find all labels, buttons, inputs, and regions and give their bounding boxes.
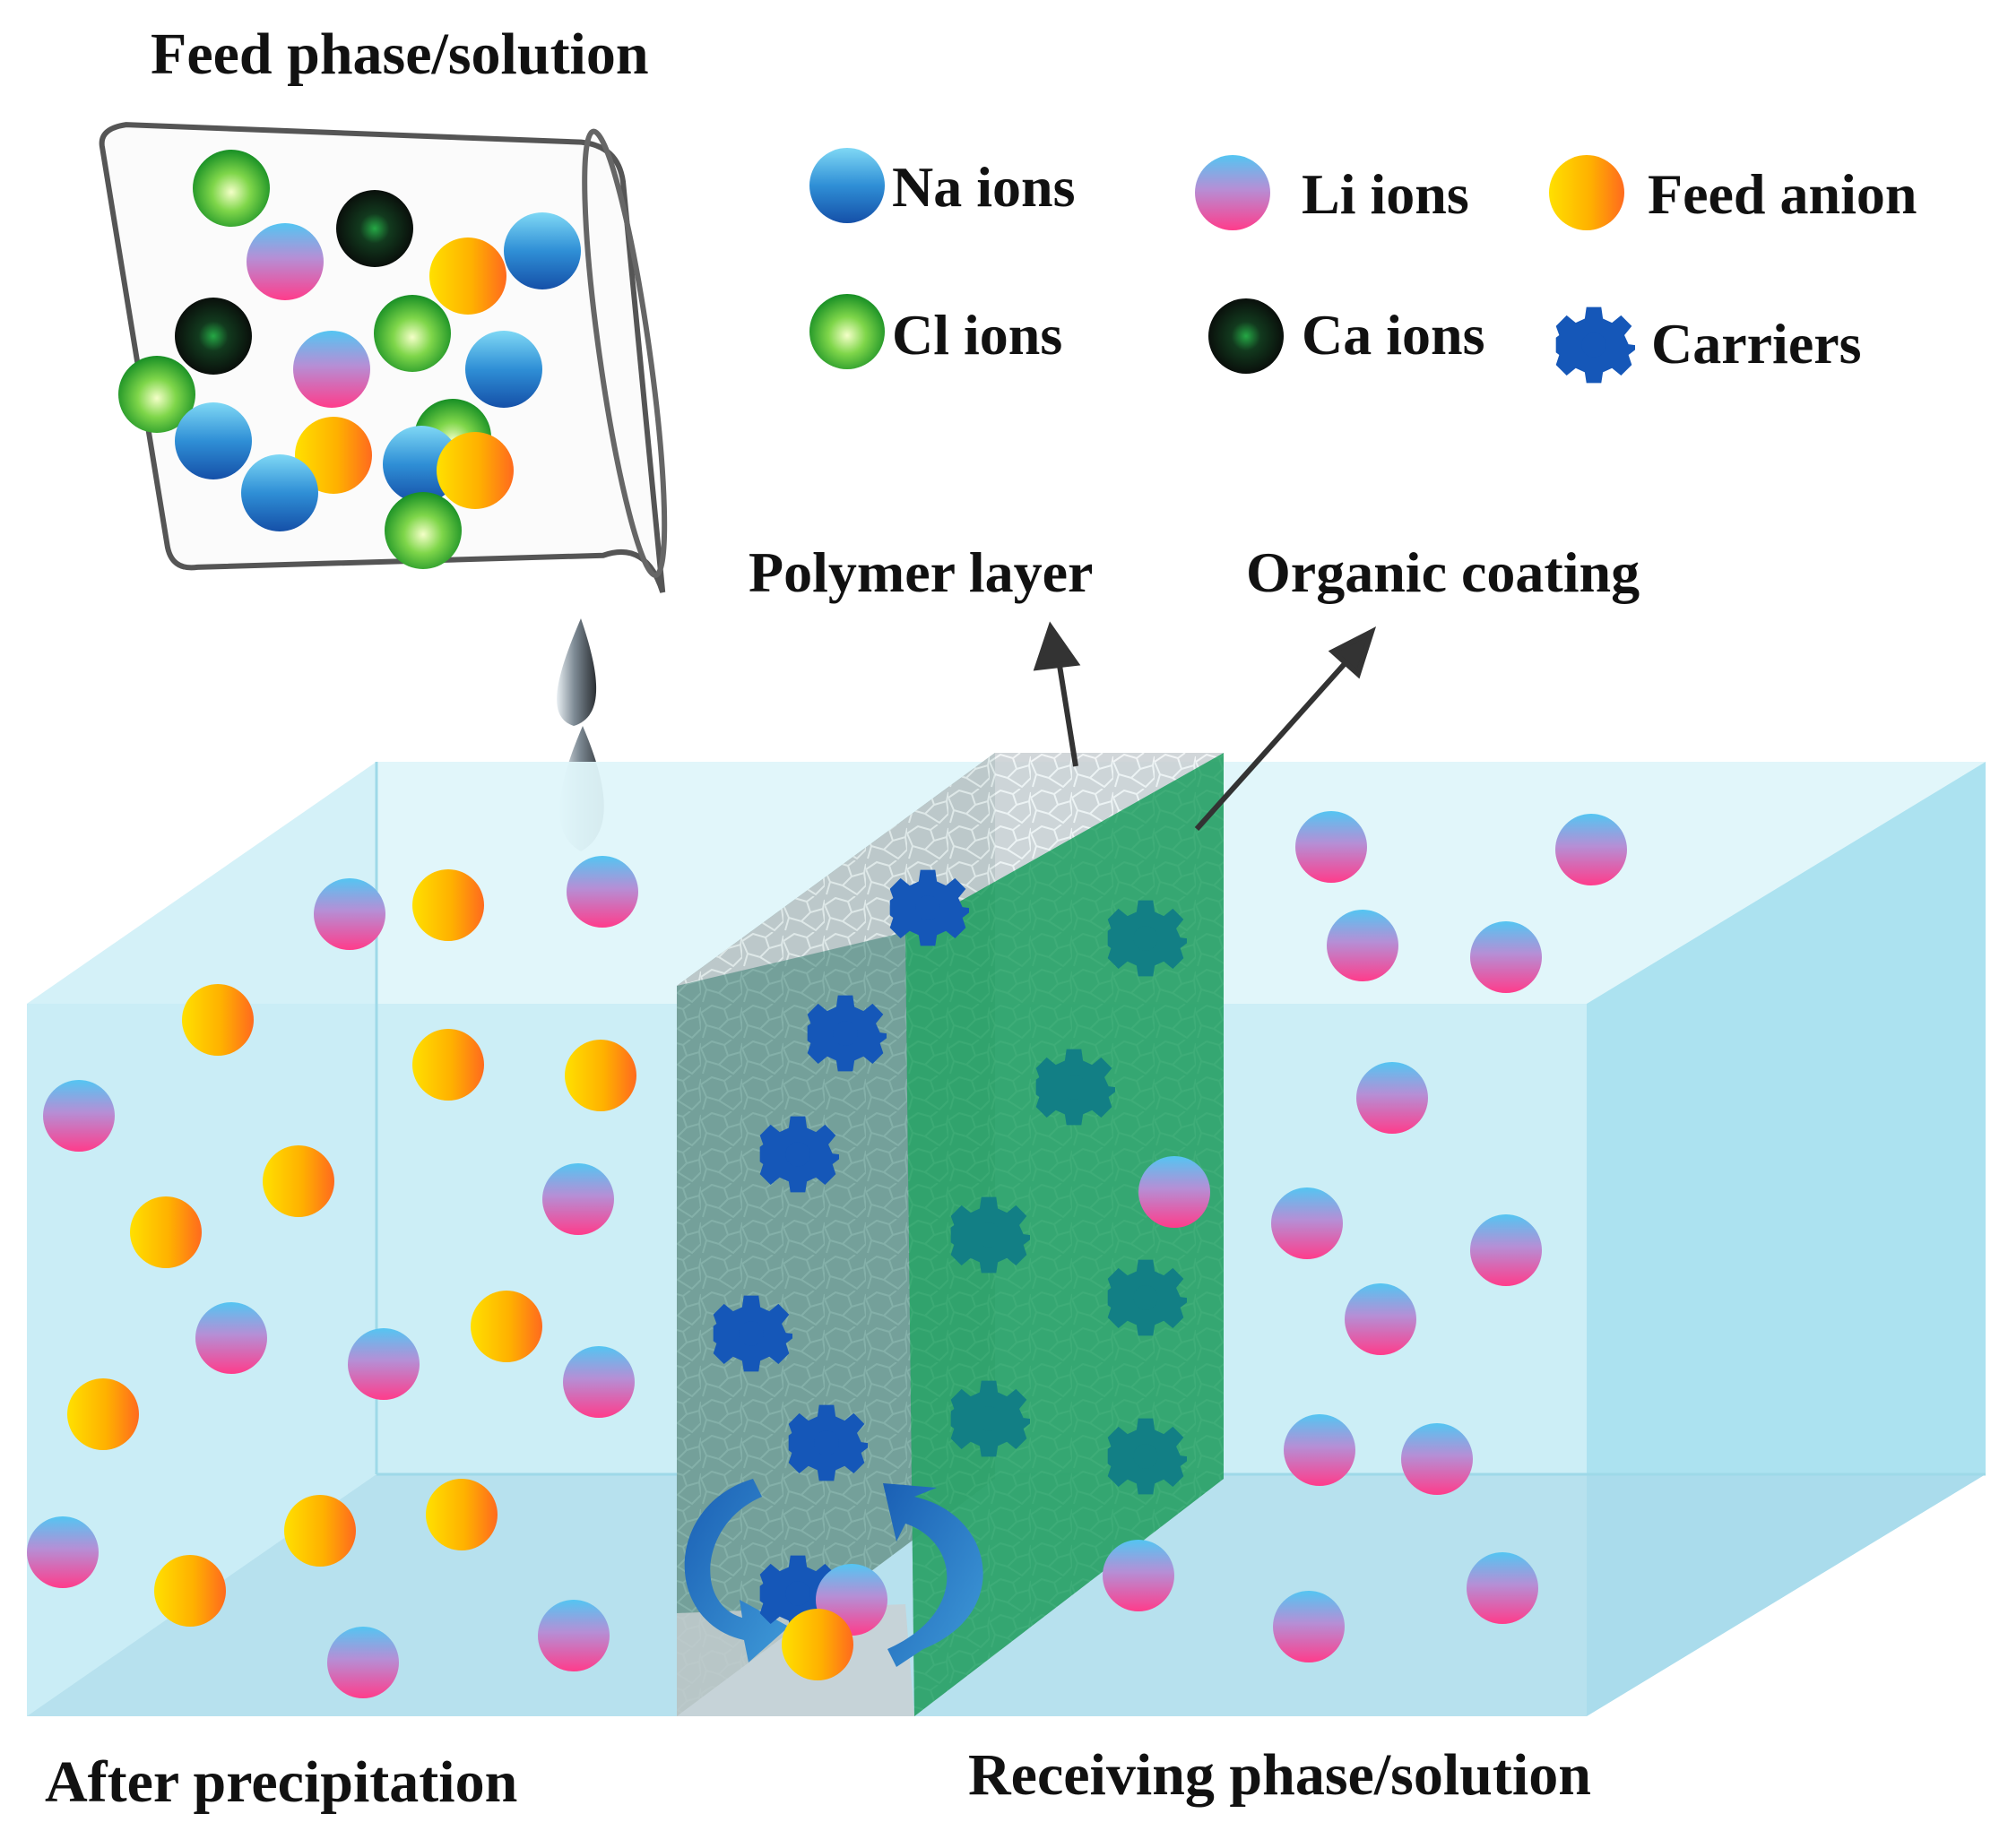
li-ion bbox=[27, 1516, 99, 1588]
cl-ion bbox=[385, 492, 462, 569]
organic-coating-label: Organic coating bbox=[1246, 540, 1640, 604]
label-arrows bbox=[1033, 621, 1377, 832]
li-ion bbox=[327, 1627, 399, 1698]
anion-ion bbox=[1549, 155, 1624, 230]
anion-ion bbox=[182, 984, 254, 1056]
legend-ca-label: Ca ions bbox=[1302, 303, 1485, 367]
legend-carrier-label: Carriers bbox=[1651, 312, 1862, 376]
anion-ion bbox=[284, 1495, 356, 1567]
legend-na-label: Na ions bbox=[892, 155, 1076, 219]
li-ion bbox=[1327, 910, 1398, 981]
legend-anion-label: Feed anion bbox=[1648, 162, 1917, 226]
anion-ion bbox=[429, 237, 506, 315]
receiving-phase-label: Receiving phase/solution bbox=[968, 1742, 1591, 1808]
anion-ion bbox=[412, 1029, 484, 1101]
after-precipitation-label: After precipitation bbox=[45, 1749, 517, 1815]
li-ion bbox=[1470, 921, 1542, 993]
ca-ion bbox=[336, 190, 413, 267]
li-ion bbox=[563, 1346, 635, 1418]
anion-ion bbox=[437, 432, 514, 509]
ca-ion bbox=[175, 298, 252, 375]
li-ion bbox=[542, 1163, 614, 1235]
li-ion bbox=[1273, 1591, 1345, 1662]
anion-ion bbox=[782, 1609, 853, 1680]
anion-ion bbox=[426, 1479, 498, 1550]
feed-phase-title: Feed phase/solution bbox=[151, 22, 649, 87]
na-ion bbox=[465, 331, 542, 408]
legend: Na ions Li ions Feed anion Cl ions Ca io… bbox=[809, 148, 1917, 384]
li-ion bbox=[1284, 1414, 1355, 1486]
na-ion bbox=[175, 402, 252, 479]
membrane bbox=[677, 753, 1224, 1716]
legend-li-label: Li ions bbox=[1302, 162, 1469, 226]
anion-ion bbox=[471, 1291, 542, 1362]
legend-cl-label: Cl ions bbox=[892, 303, 1062, 367]
li-ion bbox=[1467, 1552, 1538, 1624]
polymer-layer-label: Polymer layer bbox=[749, 540, 1093, 604]
li-ion bbox=[314, 878, 385, 950]
anion-ion bbox=[295, 417, 372, 494]
cl-ion bbox=[193, 150, 270, 227]
anion-ion bbox=[412, 869, 484, 941]
li-ion bbox=[538, 1600, 610, 1671]
li-ion bbox=[1103, 1540, 1174, 1611]
li-ion bbox=[195, 1302, 267, 1374]
li-ion bbox=[1345, 1283, 1416, 1355]
li-ion bbox=[43, 1080, 115, 1152]
li-ion bbox=[1356, 1062, 1428, 1134]
li-ion bbox=[247, 223, 324, 300]
ions-layer bbox=[27, 150, 1627, 1698]
li-ion bbox=[1470, 1214, 1542, 1286]
cl-ion bbox=[809, 294, 885, 369]
li-ion bbox=[1401, 1423, 1473, 1495]
li-ion bbox=[1555, 814, 1627, 885]
cl-ion bbox=[374, 295, 451, 372]
rotation-arrows bbox=[684, 1479, 983, 1667]
na-ion bbox=[241, 454, 318, 531]
anion-ion bbox=[263, 1145, 334, 1217]
anion-ion bbox=[130, 1196, 202, 1268]
li-ion bbox=[293, 331, 370, 408]
li-ion bbox=[348, 1328, 420, 1400]
ca-ion bbox=[1208, 298, 1284, 374]
anion-ion bbox=[67, 1378, 139, 1450]
li-ion bbox=[1271, 1187, 1343, 1259]
li-ion bbox=[1295, 811, 1367, 883]
li-ion bbox=[1195, 155, 1270, 230]
na-ion bbox=[504, 212, 581, 289]
anion-ion bbox=[565, 1040, 636, 1111]
li-ion bbox=[1138, 1156, 1210, 1228]
carrier-icon bbox=[1555, 307, 1635, 384]
anion-ion bbox=[154, 1555, 226, 1627]
li-ion bbox=[567, 856, 638, 928]
na-ion bbox=[809, 148, 885, 223]
cl-ion bbox=[118, 356, 195, 433]
